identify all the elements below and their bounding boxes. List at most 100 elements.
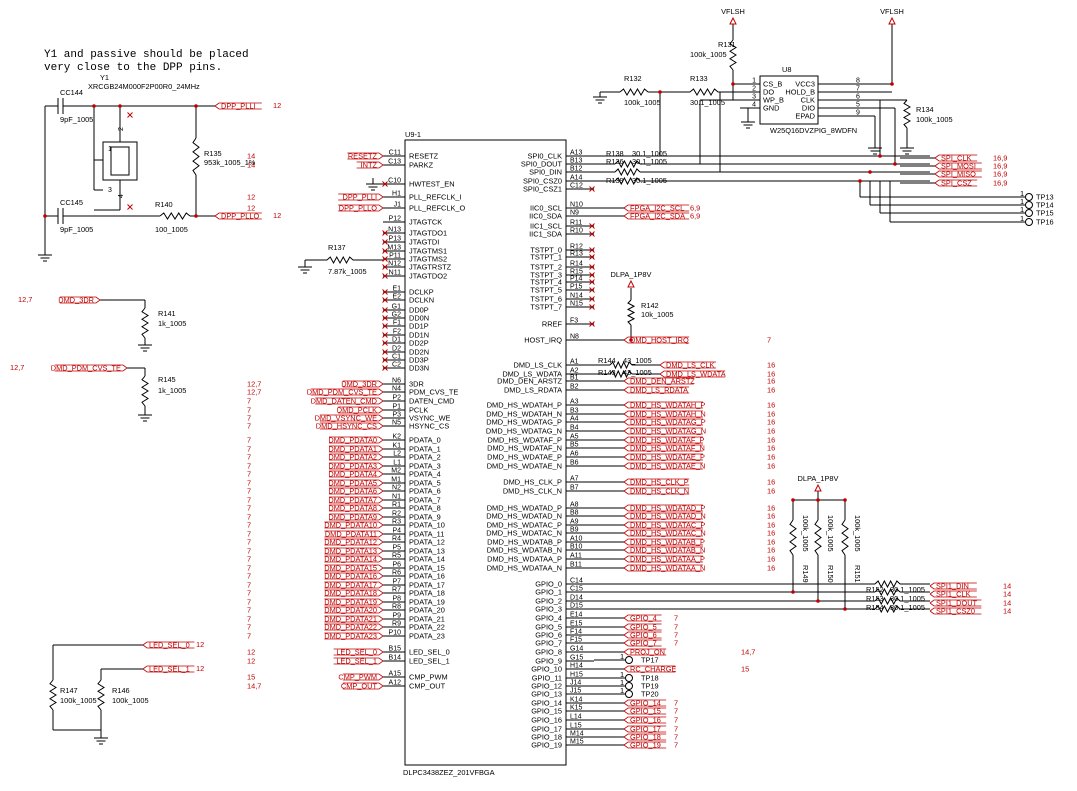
pin-label-N1: PDATA_7 xyxy=(409,496,441,505)
pin-number-P3: P3 xyxy=(392,412,401,419)
pin-label-C12: SPI0_CSZ1 xyxy=(523,185,562,194)
no-connect-mark xyxy=(589,287,595,293)
pin-label-N13: JTAGTDO1 xyxy=(409,229,447,238)
junction xyxy=(791,590,795,594)
pin-label-M15: GPIO_19 xyxy=(531,741,562,750)
right-net-index-DMD_HS_WDATAH_N: 16 xyxy=(767,410,775,419)
flash-pin-number-3: 3 xyxy=(752,94,756,101)
pin-number-L14: L14 xyxy=(570,714,582,721)
flash-pin-label-3: WP_B xyxy=(763,96,784,105)
left-net-CMP_PWM xyxy=(342,673,384,681)
left-net-index-DMD_PDATA3: 7 xyxy=(247,462,251,471)
r133 xyxy=(689,88,719,96)
right-net-index-DMD_LS_RDATA: 16 xyxy=(767,386,775,395)
left-net-DMD_PDATA5 xyxy=(329,479,384,487)
left-net-index-DMD_PDATA6: 7 xyxy=(247,487,251,496)
right-net-PROJ_ON xyxy=(623,648,667,656)
junction xyxy=(890,82,894,86)
misc-net-ledsel0-index: 12 xyxy=(196,640,204,649)
pin-label-R1: PDATA_8 xyxy=(409,504,441,513)
flash-pin-number-6: 6 xyxy=(856,94,860,101)
pin-number-B9: B9 xyxy=(570,527,579,534)
pin-label-H1: PLL_REFCLK_I xyxy=(409,193,462,202)
pin-number-B15: B15 xyxy=(389,646,402,653)
right-net-GPIO_15 xyxy=(623,707,667,715)
pin-label-C2: DD3N xyxy=(409,364,429,373)
pin-label-P2: DATEN_CMD xyxy=(409,397,454,406)
left-net-DMD_PDATA8 xyxy=(329,504,384,512)
pin-label-J15: GPIO_13 xyxy=(531,690,562,699)
left-net-DMD_PCLK xyxy=(338,406,384,414)
r135 xyxy=(192,137,200,176)
pin-label-P11: JTAGTMS2 xyxy=(409,255,447,264)
left-net-DMD_PDATA3 xyxy=(329,462,384,470)
left-net-index-DMD_PDATA4: 7 xyxy=(247,470,251,479)
pin-label-P13: JTAGTDI xyxy=(409,238,439,247)
pin-number-P7: P7 xyxy=(392,579,401,586)
pin-label-N5: HSYNC_CS xyxy=(409,422,449,431)
no-connect-mark xyxy=(589,272,595,278)
pin-number-P13: P13 xyxy=(389,236,402,243)
junction xyxy=(868,170,872,174)
pin-number-A3: A3 xyxy=(570,399,579,406)
misc-net-ledsel1-index: 12 xyxy=(196,664,204,673)
r151-ref: R151 xyxy=(853,565,862,583)
left-net-LED_SEL_1 xyxy=(333,657,384,665)
pin-number-N6: N6 xyxy=(392,378,401,385)
pin-label-N15: TSTPT_7 xyxy=(530,303,562,312)
pin-number-N2: N2 xyxy=(392,485,401,492)
pin-number-K1: K1 xyxy=(392,443,401,450)
tp-pin-TP18: 1 xyxy=(620,670,624,679)
right-net-index-DMD_HS_WDATAC_P: 16 xyxy=(767,521,775,530)
pin-label-R9: PDATA_22 xyxy=(409,623,445,632)
pin-label-R10: IIC1_SDA xyxy=(529,230,562,239)
pin-number-A14: A14 xyxy=(570,175,583,182)
ground-symbol xyxy=(298,266,312,274)
r139-val: 30.1_1005 xyxy=(632,176,667,185)
no-connect-mark xyxy=(589,247,595,253)
left-net-DMD_PDATA15 xyxy=(324,564,384,572)
pin-number-M1: M1 xyxy=(391,477,401,484)
pin-label-P14: TSTPT_4 xyxy=(530,278,562,287)
pin-label-P10: PDATA_23 xyxy=(409,632,445,641)
r146 xyxy=(97,679,105,711)
right-net-DMD_LS_RDATA xyxy=(623,386,690,394)
pin-number-R3: R3 xyxy=(392,519,401,526)
r132 xyxy=(619,88,649,96)
left-net-DMD_PDATA18-label: DMD_PDATA18 xyxy=(324,589,377,598)
pin-number-N9: N9 xyxy=(570,210,579,217)
right-net-DMD_HS_WDATAB_P xyxy=(623,538,703,546)
right-net-index-GPIO_19: 7 xyxy=(674,741,678,750)
left-net-DMD_PDATA10 xyxy=(324,521,384,529)
spi-net-index-SPI_MOSI: 16,9 xyxy=(993,162,1007,171)
right-net-DMD_HS_CLK_P xyxy=(623,478,690,486)
left-net-DMD_PDATA18 xyxy=(324,589,384,597)
pin-number-K14: K14 xyxy=(570,697,583,704)
pin-number-C10: C10 xyxy=(388,178,401,185)
left-net-LED_SEL_0 xyxy=(333,648,384,656)
pin-label-R15: TSTPT_3 xyxy=(530,271,562,280)
r150 xyxy=(814,519,822,556)
right-net-GPIO_15-label: GPIO_15 xyxy=(630,707,661,716)
no-connect-mark xyxy=(127,112,133,118)
pin-label-B1: DMD_DEN_ARSTZ xyxy=(497,377,562,386)
right-net-DMD_HS_WDATAC_N-label: DMD_HS_WDATAC_N xyxy=(630,529,706,538)
pin-label-K15: GPIO_15 xyxy=(531,707,562,716)
r138-ref: R138 xyxy=(606,149,624,158)
no-connect-mark xyxy=(382,297,388,303)
ground-symbol xyxy=(593,96,607,104)
right-net-GPIO_4 xyxy=(623,614,662,622)
pin-label-N10: IIC0_SCL xyxy=(530,204,562,213)
left-net-DMD_PDATA22-label: DMD_PDATA22 xyxy=(324,623,377,632)
r151 xyxy=(841,519,849,556)
pin-number-P2: P2 xyxy=(392,395,401,402)
right-net-DMD_HS_WDATAB_N xyxy=(623,546,703,554)
right-net-GPIO_4-label: GPIO_4 xyxy=(630,614,657,623)
pin-label-H14: GPIO_10 xyxy=(531,665,562,674)
junction xyxy=(194,214,198,218)
left-net-index-DPP_PLLI: 12 xyxy=(247,193,255,202)
left-net-DMD_PDATA15-label: DMD_PDATA15 xyxy=(324,564,377,573)
pin-label-K1: PDATA_1 xyxy=(409,445,441,454)
